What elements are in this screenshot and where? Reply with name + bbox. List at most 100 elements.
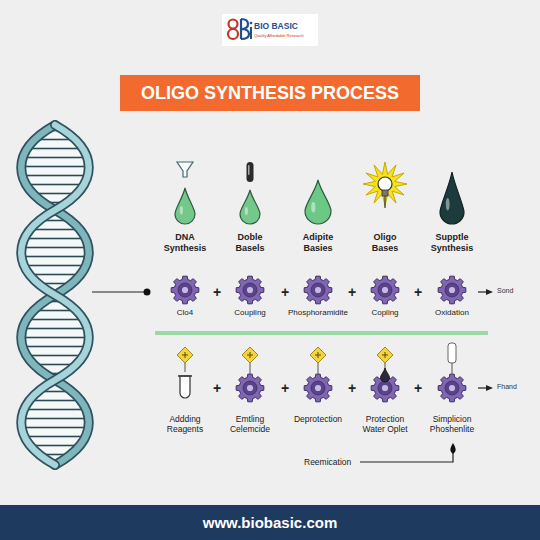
gear-hub — [178, 283, 192, 297]
step-icon — [285, 372, 351, 404]
bracket-line — [360, 443, 456, 462]
plus-sign: + — [281, 381, 289, 395]
marker-diamond — [377, 347, 393, 370]
step-icon — [419, 274, 485, 306]
gear-center — [449, 385, 455, 391]
divider-line — [155, 331, 488, 335]
gear-hub — [311, 381, 325, 395]
gear-hub — [445, 283, 459, 297]
gear-hub — [445, 381, 459, 395]
output-label: Sond — [497, 287, 513, 294]
step-node: Deprotection — [285, 372, 351, 424]
gear-icon — [304, 374, 332, 402]
gear-hub — [378, 381, 392, 395]
gear-center — [182, 287, 188, 293]
caption-text: www.biobasic.com — [203, 514, 337, 531]
step-label: Supptle Synthesis — [429, 232, 475, 254]
step-label: Clo4 — [152, 308, 218, 318]
gear-center — [382, 385, 388, 391]
gear-center — [315, 287, 321, 293]
step-icon — [217, 160, 283, 228]
drop-icon — [175, 188, 195, 224]
drop-icon — [240, 190, 260, 224]
marker-diamond — [242, 347, 258, 374]
gear-center — [247, 287, 253, 293]
step-node: Phosphoramidite — [285, 274, 351, 318]
step-icon — [217, 372, 283, 404]
gear-icon — [371, 276, 399, 304]
step-label: Simplicion Phoshenlite — [423, 414, 481, 434]
step-label: Copling — [352, 308, 418, 318]
plus-sign: + — [414, 381, 422, 395]
plus-sign: + — [348, 381, 356, 395]
tube-rim — [178, 375, 192, 377]
step-node: Coupling — [217, 274, 283, 318]
step-icon — [152, 274, 218, 306]
vial-marker — [448, 343, 456, 374]
step-label: Phosphoramidite — [285, 308, 351, 318]
step-label: DNA Synthesis — [162, 232, 208, 254]
step-icon — [419, 160, 485, 228]
gear-hub — [243, 283, 257, 297]
bulb-glass — [378, 177, 392, 191]
logo-mark — [228, 19, 252, 39]
step-label: Emtling Celemcide — [221, 414, 279, 434]
gear-center — [315, 385, 321, 391]
step-node: Supptle Synthesis — [419, 160, 485, 254]
step-label: Doble Basels — [227, 232, 273, 254]
step-node: Doble Basels — [217, 160, 283, 254]
plus-sign: + — [348, 285, 356, 299]
gear-icon — [171, 276, 199, 304]
gear-icon — [438, 276, 466, 304]
plus-sign: + — [213, 381, 221, 395]
step-icon — [217, 274, 283, 306]
funnel-icon — [177, 162, 193, 177]
capsule-icon — [247, 162, 254, 182]
step-node: Addding Reagents — [152, 372, 218, 434]
step-node: DNA Synthesis — [152, 160, 218, 254]
step-label: Adipite Basies — [295, 232, 341, 254]
drop-highlight — [311, 202, 315, 213]
footer-band: www.biobasic.com — [0, 505, 540, 540]
step-node: Clo4 — [152, 274, 218, 318]
plus-sign: + — [281, 285, 289, 299]
row-arrow — [478, 385, 493, 391]
gear-hub — [378, 283, 392, 297]
gear-icon — [236, 374, 264, 402]
drop-highlight — [180, 206, 183, 215]
drop-icon — [305, 180, 331, 224]
drop-highlight — [446, 198, 450, 210]
step-icon — [352, 372, 418, 404]
step-icon — [352, 274, 418, 306]
output-label: Fhand — [497, 383, 517, 390]
step-label: Coupling — [217, 308, 283, 318]
step-node: Copling — [352, 274, 418, 318]
logo-text: BIO BASIC — [254, 21, 298, 31]
logo-tagline: Quality Affordable Research — [254, 33, 304, 38]
marker-diamond — [177, 347, 193, 372]
logo-box — [222, 14, 318, 46]
gear-hub — [311, 283, 325, 297]
step-node: Simplicion Phoshenlite — [419, 372, 485, 434]
step-node: Adipite Basies — [285, 160, 351, 254]
marker-diamond — [310, 347, 326, 374]
gear-hub — [243, 381, 257, 395]
step-label: Deprotection — [289, 414, 347, 424]
step-node: Oligo Bases — [352, 160, 418, 254]
leader-line — [92, 291, 147, 292]
gear-center — [382, 287, 388, 293]
leader-dot — [144, 289, 151, 296]
step-icon — [152, 160, 218, 228]
bulb-base — [382, 190, 388, 196]
title-text: OLIGO SYNTHESIS PROCESS — [141, 83, 399, 103]
step-icon — [285, 274, 351, 306]
plus-sign: + — [213, 285, 221, 299]
gear-center — [449, 287, 455, 293]
step-label: Protection Water Oplet — [356, 414, 414, 434]
step-node: Oxidation — [419, 274, 485, 318]
gear-icon — [438, 374, 466, 402]
tube-icon — [180, 376, 190, 398]
step-label: Addding Reagents — [156, 414, 214, 434]
step-icon — [152, 372, 218, 404]
